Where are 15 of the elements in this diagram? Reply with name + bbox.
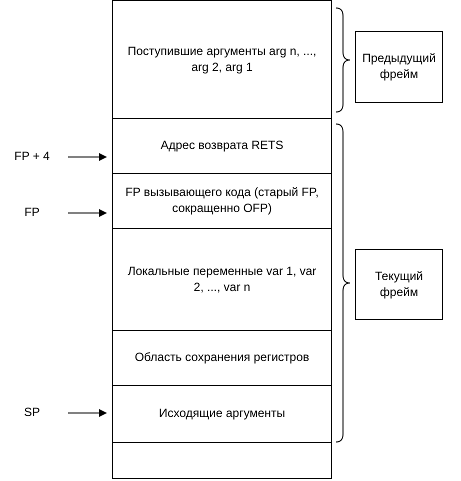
frame-box: Предыдущий фрейм	[355, 31, 443, 103]
stack-row: FP вызывающего кода (старый FP, сокращенно OFP)	[112, 173, 332, 229]
arrow	[68, 153, 107, 161]
stack-row: Адрес возврата RETS	[112, 118, 332, 174]
stack-row: Поступившие аргументы arg n, ..., arg 2, arg 1	[112, 0, 332, 119]
frame-box: Текущий фрейм	[355, 249, 443, 320]
stack-row: Область сохранения регистров	[112, 330, 332, 386]
pointer-label: SP	[0, 403, 64, 423]
pointer-label: FP + 4	[0, 147, 64, 167]
arrow	[68, 409, 107, 417]
stack-row: Локальные переменные var 1, var 2, ..., var n	[112, 228, 332, 331]
pointer-label: FP	[0, 203, 64, 223]
stack-row: Исходящие аргументы	[112, 385, 332, 443]
empty-stack-row	[112, 442, 332, 479]
arrow	[68, 209, 107, 217]
